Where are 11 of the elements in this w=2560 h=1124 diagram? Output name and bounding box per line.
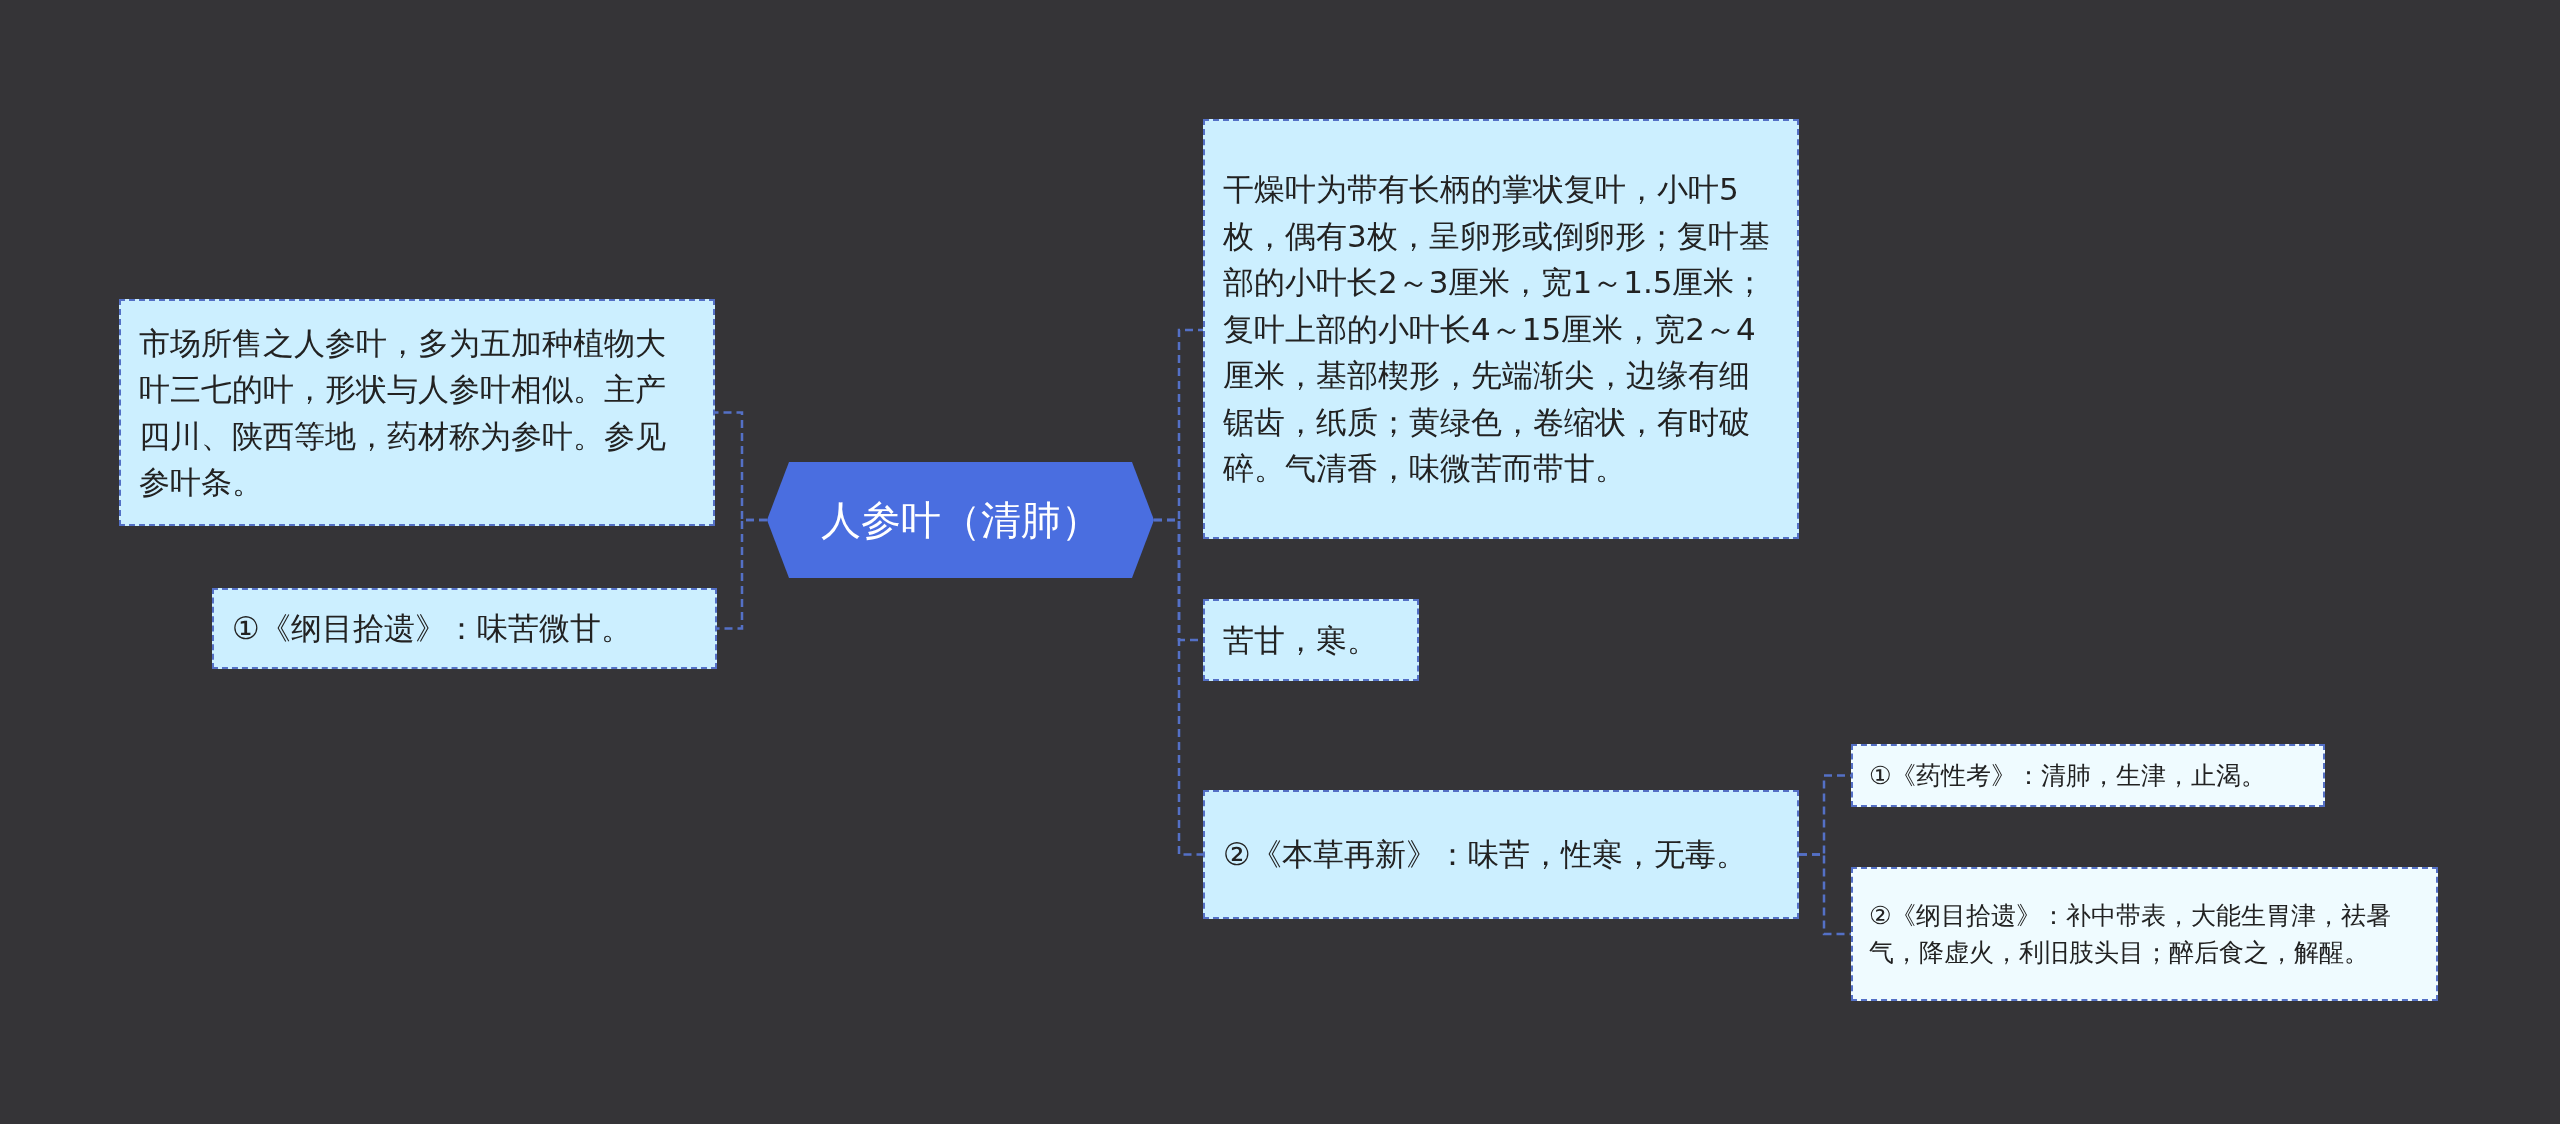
note-box: ②《纲目拾遗》：补中带表，大能生胃津，祛暑气，降虚火，利旧肢头目；醉后食之，解醒。: [1851, 867, 2438, 1001]
topic-box: 苦甘，寒。: [1203, 599, 1419, 681]
connector: [1154, 518, 1203, 856]
topic-box: ①《纲目拾遗》：味苦微甘。: [212, 588, 717, 669]
topic-box: ②《本草再新》：味苦，性寒，无毒。: [1203, 790, 1799, 919]
topic-box: 干燥叶为带有长柄的掌状复叶，小叶5枚，偶有3枚，呈卵形或倒卵形；复叶基部的小叶长2～3厘米，宽1～1.5厘米；复叶上部的小叶长4～15厘米，宽2～4厘米，基部楔形，先端渐尖，边缘有细锯齿，纸质；黄绿色，卷缩状，有时破碎。气清香，味微苦而带甘。: [1203, 119, 1799, 539]
connector: [717, 518, 767, 630]
note-box: ①《药性考》：清肺，生津，止渴。: [1851, 744, 2325, 807]
topic-box: 市场所售之人参叶，多为五加种植物大叶三七的叶，形状与人参叶相似。主产四川、陕西等地，药材称为参叶。参见参叶条。: [119, 299, 715, 526]
connector: [1799, 853, 1851, 936]
topic-hexagon: 人参叶（清肺）: [767, 462, 1154, 578]
